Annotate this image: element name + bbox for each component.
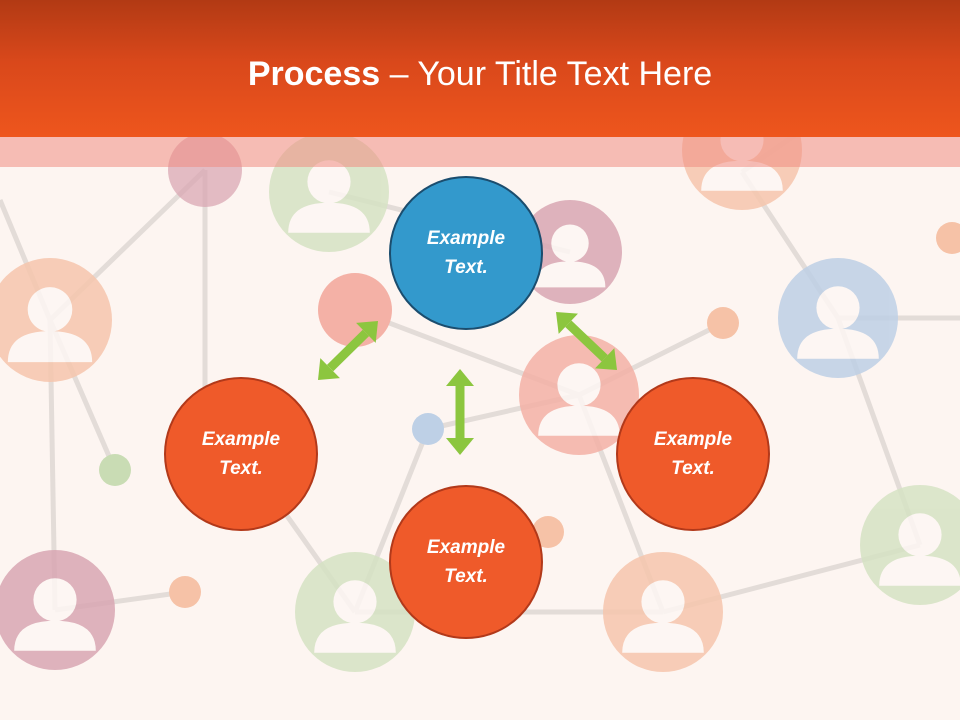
person-avatar-icon	[860, 485, 960, 605]
process-node-bottom: Example Text.	[389, 485, 543, 639]
page-title: Process – Your Title Text Here	[0, 52, 960, 96]
process-node-right-label: Example Text.	[653, 429, 733, 479]
process-node-bottom-label: Example Text.	[426, 537, 506, 587]
header-strip	[0, 137, 960, 167]
process-node-left: Example Text.	[164, 377, 318, 531]
header-bar	[0, 0, 960, 137]
person-avatar-icon	[0, 258, 112, 382]
process-node-top-label: Example Text.	[426, 228, 506, 278]
person-avatar-icon	[295, 552, 415, 672]
person-avatar-icon	[518, 200, 622, 304]
process-node-left-label: Example Text.	[201, 429, 281, 479]
person-avatar-icon	[603, 552, 723, 672]
title-bold: Process	[247, 55, 381, 93]
person-avatar-icon	[0, 550, 115, 670]
title-rest: – Your Title Text Here	[380, 55, 713, 93]
process-node-top: Example Text.	[389, 176, 543, 330]
person-avatar-icon	[778, 258, 898, 378]
process-node-right: Example Text.	[616, 377, 770, 531]
